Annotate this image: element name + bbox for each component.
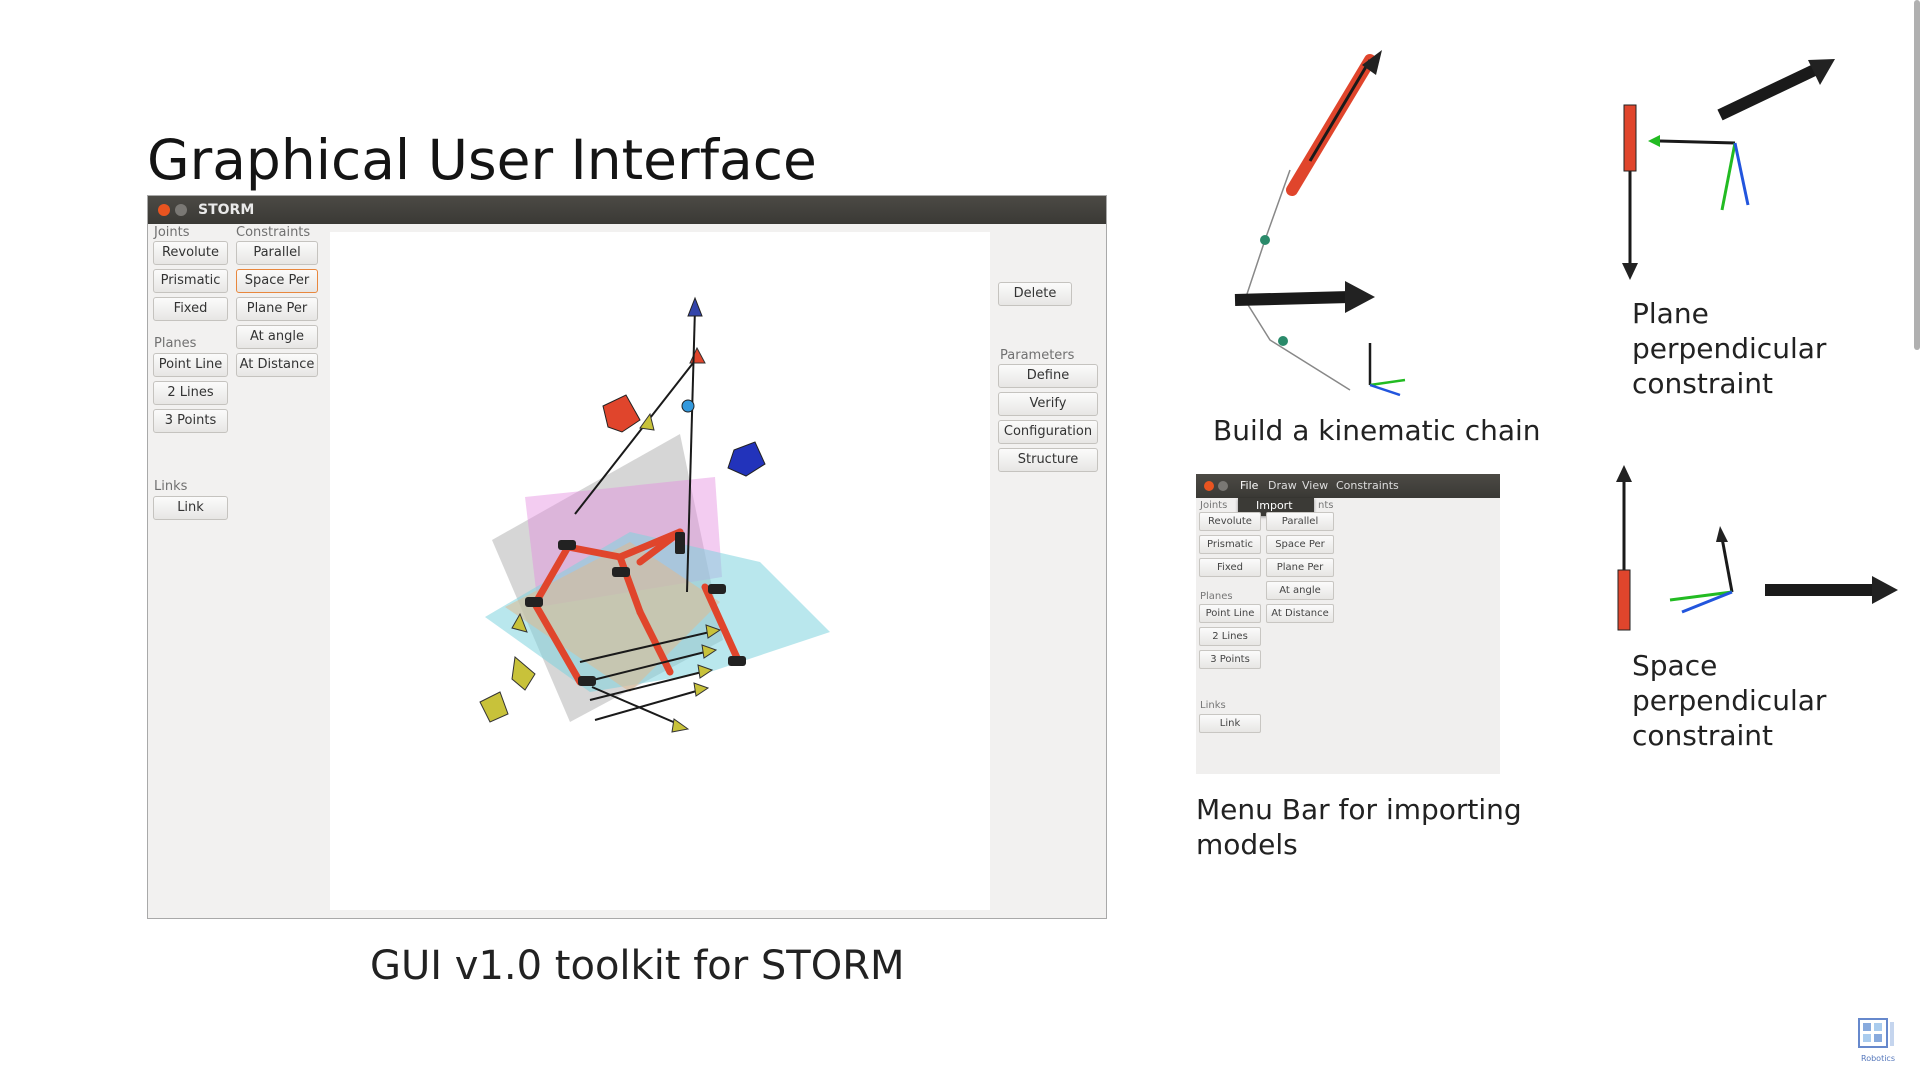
joint-dot (1260, 235, 1270, 245)
at-distance-button[interactable]: At Distance (236, 353, 318, 377)
prismatic-button[interactable]: Prismatic (153, 269, 228, 293)
at-distance-button[interactable]: At Distance (1266, 604, 1334, 623)
at-angle-button[interactable]: At angle (1266, 581, 1334, 600)
arrow-head-blue (687, 296, 703, 317)
two-lines-button[interactable]: 2 Lines (1199, 627, 1261, 646)
window-close-icon[interactable] (1204, 481, 1214, 491)
scrollbar[interactable] (1914, 0, 1920, 350)
joint-node (681, 399, 695, 413)
viewport-3d[interactable] (330, 232, 990, 910)
group-label-constraints-fragment: nts (1318, 500, 1334, 511)
point-line-button[interactable]: Point Line (153, 353, 228, 377)
red-bar (1623, 104, 1637, 172)
menubar: File Draw View Constraints (1196, 474, 1500, 498)
revolute-button[interactable]: Revolute (1199, 512, 1261, 531)
space-perp-caption: Space perpendicular constraint (1632, 649, 1827, 752)
three-points-button[interactable]: 3 Points (1199, 650, 1261, 669)
chain-path (1244, 239, 1351, 391)
three-points-button[interactable]: 3 Points (153, 409, 228, 433)
space-per-button[interactable]: Space Per (236, 269, 318, 293)
space-perpendicular-figure (1616, 465, 1898, 631)
configuration-button[interactable]: Configuration (998, 420, 1098, 444)
fixed-button[interactable]: Fixed (1199, 558, 1261, 577)
group-label-constraints: Constraints (236, 225, 311, 240)
plane-per-button[interactable]: Plane Per (236, 297, 318, 321)
parallel-button[interactable]: Parallel (236, 241, 318, 265)
link-button[interactable]: Link (153, 496, 228, 520)
delete-button[interactable]: Delete (998, 282, 1072, 306)
kinematic-model-render (479, 296, 830, 733)
tan-plane (505, 542, 720, 692)
axis-line (1369, 378, 1406, 387)
parallel-arrows (579, 631, 711, 725)
group-label-parameters: Parameters (1000, 348, 1075, 363)
main-caption: GUI v1.0 toolkit for STORM (370, 943, 905, 989)
storm-window: STORM Joints Constraints Revolute Prisma… (147, 195, 1107, 919)
two-lines-button[interactable]: 2 Lines (153, 381, 228, 405)
revolute-button[interactable]: Revolute (153, 241, 228, 265)
group-label-planes: Planes (154, 336, 197, 351)
plane-perpendicular-figure (1622, 59, 1835, 280)
arrow-vertical (686, 307, 696, 593)
black-cylinder (1234, 291, 1351, 306)
file-dropdown: Import (1238, 498, 1314, 516)
group-label-links: Links (154, 479, 188, 494)
link-button[interactable]: Link (1199, 714, 1261, 733)
menu-file[interactable]: File (1240, 479, 1259, 492)
define-button[interactable]: Define (998, 364, 1098, 388)
robotics-logo-icon: Robotics (1858, 1018, 1898, 1063)
menu-constraints[interactable]: Constraints (1336, 479, 1399, 492)
joint-dot (1278, 336, 1288, 346)
window-close-icon[interactable] (158, 204, 170, 216)
group-label-links: Links (1200, 700, 1226, 711)
window-title: STORM (198, 202, 255, 218)
red-marker (602, 394, 641, 433)
point-line-button[interactable]: Point Line (1199, 604, 1261, 623)
menu-draw[interactable]: Draw (1268, 479, 1297, 492)
menu-view[interactable]: View (1302, 479, 1329, 492)
group-label-joints: Joints (154, 225, 190, 240)
logo-text: Robotics (1861, 1054, 1895, 1063)
window-minimize-icon[interactable] (175, 204, 187, 216)
import-menu-item[interactable]: Import (1256, 499, 1293, 512)
plane-per-button[interactable]: Plane Per (1266, 558, 1334, 577)
arrow-head-red (689, 346, 706, 364)
space-per-button[interactable]: Space Per (1266, 535, 1334, 554)
window-titlebar: STORM (148, 196, 1106, 224)
prismatic-button[interactable]: Prismatic (1199, 535, 1261, 554)
joint-cylinders (525, 532, 746, 686)
at-angle-button[interactable]: At angle (236, 325, 318, 349)
group-label-joints: Joints (1200, 500, 1228, 511)
structure-button[interactable]: Structure (998, 448, 1098, 472)
arrow-long (574, 357, 698, 515)
kinematic-caption: Build a kinematic chain (1213, 414, 1541, 447)
menu-bar-caption: Menu Bar for importing models (1196, 793, 1522, 861)
parallel-button[interactable]: Parallel (1266, 512, 1334, 531)
verify-button[interactable]: Verify (998, 392, 1098, 416)
fixed-button[interactable]: Fixed (153, 297, 228, 321)
group-label-planes: Planes (1200, 591, 1233, 602)
yellow-arrow-heads (479, 412, 722, 733)
arrow-head (1362, 50, 1382, 75)
black-cylinder (1717, 59, 1828, 121)
blue-marker (727, 441, 766, 477)
plane-perp-caption: Plane perpendicular constraint (1632, 297, 1827, 400)
storm-window-menubar: File Draw View Constraints Import Joints… (1196, 474, 1500, 774)
axis-line (1369, 383, 1401, 397)
kinematic-chain-figure (1234, 50, 1406, 397)
red-bar (1617, 569, 1631, 631)
window-minimize-icon[interactable] (1218, 481, 1228, 491)
slide-title: Graphical User Interface (147, 128, 817, 192)
